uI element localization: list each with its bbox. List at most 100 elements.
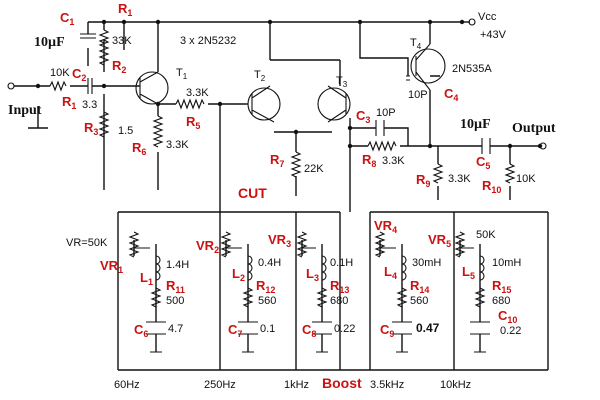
t4-label: T4 <box>410 37 422 51</box>
r7-value: 22K <box>304 163 324 175</box>
r11-value: 500 <box>166 295 184 307</box>
vcc-value: +43V <box>480 29 507 41</box>
c3-capacitor <box>375 120 385 136</box>
c8-label: C8 <box>302 322 316 339</box>
c5-capacitor <box>481 138 491 154</box>
r7-resistor <box>290 151 302 178</box>
vr2-potentiometer <box>220 231 242 258</box>
l5-value: 10mH <box>492 257 521 269</box>
c4-value: 10P <box>408 89 428 101</box>
vr4-label: VR4 <box>374 218 397 235</box>
c8-capacitor <box>312 321 332 335</box>
r10-label: R10 <box>482 178 501 195</box>
r15-resistor <box>474 287 486 308</box>
r3-label: R3 <box>84 120 98 137</box>
c10-capacitor <box>470 321 490 335</box>
c10-label: C10 <box>498 308 517 325</box>
freq-250hz: 250Hz <box>204 379 236 391</box>
freq-10khz: 10kHz <box>440 379 471 391</box>
c6-value: 4.7 <box>168 323 183 335</box>
r9-label: R9 <box>416 172 430 189</box>
c7-capacitor <box>238 321 258 335</box>
transistor-note: 3 x 2N5232 <box>180 35 236 47</box>
vcc-label: Vcc <box>478 11 497 23</box>
t1-transistor <box>135 71 169 105</box>
r11-label: R11 <box>166 278 185 295</box>
r1-label: R1 <box>118 1 132 18</box>
r8-value: 3.3K <box>382 155 405 167</box>
input-terminal <box>7 82 15 90</box>
r15-label: R15 <box>492 278 511 295</box>
r9-value: 3.3K <box>448 173 471 185</box>
l2-label: L2 <box>232 266 245 283</box>
c9-label: C9 <box>380 322 394 339</box>
c7-label: C7 <box>228 322 242 339</box>
c1-value: 10µF <box>34 35 65 50</box>
r12-resistor <box>242 287 254 308</box>
r3-resistor <box>98 111 110 138</box>
t4-model: 2N535A <box>452 63 492 75</box>
cut-label: CUT <box>238 185 267 201</box>
t4-transistor <box>410 43 446 91</box>
r1-value: 33K <box>112 35 132 47</box>
vr5-label: VR5 <box>428 232 451 249</box>
r9-resistor <box>432 163 444 184</box>
r13-label: R13 <box>330 278 349 295</box>
l3-label: L3 <box>306 266 319 283</box>
vr1-label: VR1 <box>100 258 123 275</box>
output-label: Output <box>512 121 556 136</box>
l3-value: 0.1H <box>330 257 353 269</box>
r1-resistor <box>98 29 110 44</box>
l1a-label: L1 <box>140 270 153 287</box>
t2-label: T2 <box>254 69 266 83</box>
r15-value: 680 <box>492 295 510 307</box>
c3-value: 10P <box>376 107 396 119</box>
freq-60hz: 60Hz <box>114 379 140 391</box>
c9-value: 0.47 <box>416 321 440 335</box>
r1b-resistor <box>49 80 67 92</box>
c5-value: 10µF <box>460 117 491 132</box>
t3-transistor <box>317 85 351 123</box>
c4-label: C4 <box>444 86 458 103</box>
r5-label: R5 <box>186 114 200 131</box>
v33-value: 3.3 <box>82 99 97 111</box>
c1-capacitor <box>80 33 96 39</box>
l2-inductor <box>247 255 253 281</box>
r7-label: R7 <box>270 152 284 169</box>
fifty-k-label: 50K <box>476 229 496 241</box>
output-terminal <box>539 142 547 150</box>
c9-capacitor <box>392 321 412 335</box>
l4-value: 30mH <box>412 257 441 269</box>
r6-resistor <box>152 115 164 148</box>
vr2-label: VR2 <box>196 238 219 255</box>
r6-label: R6 <box>132 140 146 157</box>
r12-value: 560 <box>258 295 276 307</box>
t3-label: T3 <box>336 75 348 89</box>
c2-capacitor <box>87 78 93 94</box>
components <box>7 18 547 353</box>
r13-value: 680 <box>330 295 348 307</box>
vr4-potentiometer <box>374 231 396 258</box>
t2-transistor <box>247 85 281 123</box>
r14-value: 560 <box>410 295 428 307</box>
r13-resistor <box>316 287 328 308</box>
c10-value: 0.22 <box>500 325 521 337</box>
r14-label: R14 <box>410 278 429 295</box>
r1b-value: 10K <box>50 67 70 79</box>
vr5-potentiometer <box>454 231 474 258</box>
freq-1khz: 1kHz <box>284 379 309 391</box>
r3-value: 1.5 <box>118 125 133 137</box>
c6-label: C6 <box>134 322 148 339</box>
l3-inductor <box>321 255 327 281</box>
vr-equal-label: VR=50K <box>66 237 108 249</box>
l5-inductor <box>479 255 485 281</box>
r14-resistor <box>396 287 408 308</box>
r10-resistor <box>504 163 516 184</box>
junctions <box>35 19 543 149</box>
c2-label: C2 <box>72 66 86 83</box>
c4-capacitor <box>406 75 410 81</box>
vr3-potentiometer <box>296 231 316 258</box>
r6-value: 3.3K <box>166 139 189 151</box>
r1b-label: R1 <box>62 94 76 111</box>
